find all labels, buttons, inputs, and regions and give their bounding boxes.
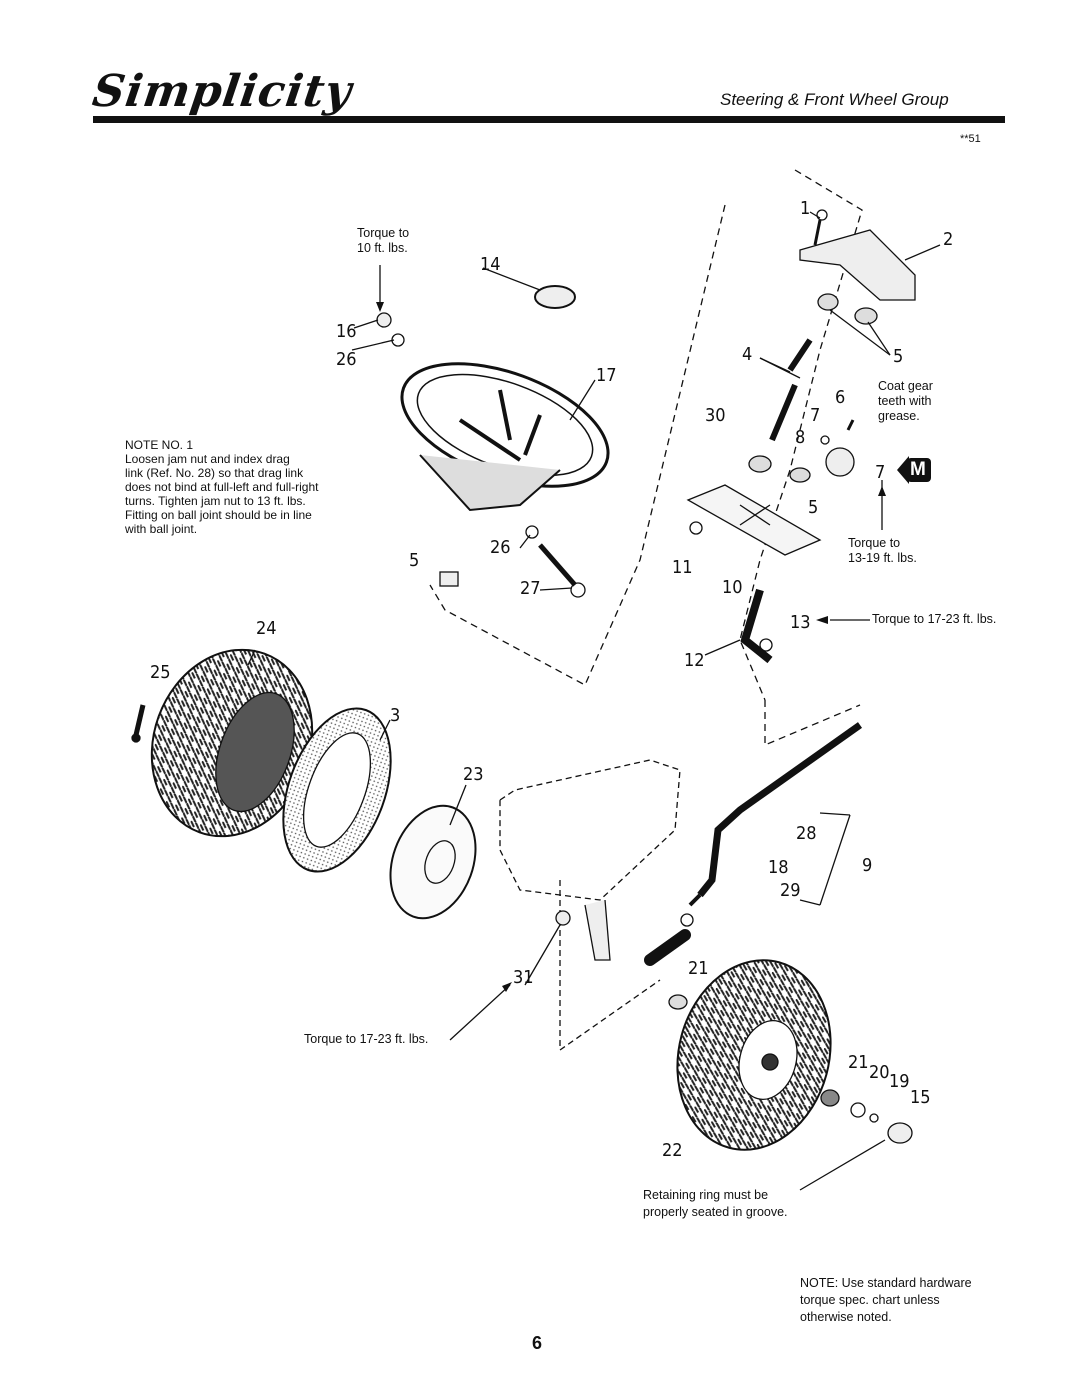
part-number-6: 6: [835, 387, 846, 408]
cap-15: [887, 1122, 913, 1144]
part-number-27: 27: [520, 578, 541, 599]
part-number-10: 10: [722, 577, 743, 598]
page-number: 6: [532, 1333, 543, 1353]
nut-16: [376, 312, 392, 328]
part-number-17: 17: [596, 365, 617, 386]
steering-wheel-drawing: [400, 362, 610, 512]
part-number-7: 7: [875, 462, 886, 483]
nut-5-left: [439, 571, 459, 587]
note-line: Fitting on ball joint should be in line: [125, 508, 312, 522]
part-number-18: 18: [768, 857, 789, 878]
steering-cap: [534, 285, 576, 309]
part-number-13: 13: [790, 612, 811, 633]
part-number-5: 5: [893, 346, 904, 367]
part-number-14: 14: [480, 254, 501, 275]
header-rule: [93, 116, 1005, 123]
part-number-21: 21: [848, 1052, 869, 1073]
part-number-26: 26: [490, 537, 511, 558]
part-number-22: 22: [662, 1140, 683, 1161]
note-line: Loosen jam nut and index drag: [125, 452, 290, 466]
part-number-28: 28: [796, 823, 817, 844]
axle-support-outline: [499, 759, 681, 901]
part-number-23: 23: [463, 764, 484, 785]
part-number-4: 4: [742, 344, 753, 365]
ball-joint: [644, 929, 691, 966]
part-number-3: 3: [390, 705, 401, 726]
part-number-5: 5: [409, 550, 420, 571]
part-number-7: 7: [810, 405, 821, 426]
steering-plate-10: [686, 484, 822, 556]
bushing-5a: [817, 293, 839, 311]
bolt-27: [538, 543, 577, 587]
part-number-1: 1: [800, 198, 811, 219]
manual-badge: M: [897, 452, 933, 488]
steering-shaft-4: [769, 338, 813, 442]
washer-20: [850, 1102, 866, 1118]
note-line: does not bind at full-left and full-righ…: [125, 480, 319, 494]
part-number-31: 31: [513, 967, 534, 988]
bushing-5b: [854, 307, 878, 325]
part-number-24: 24: [256, 618, 277, 639]
part-number-19: 19: [889, 1071, 910, 1092]
drag-link-28: [697, 722, 863, 898]
part-number-2: 2: [943, 229, 954, 250]
part-number-8: 8: [795, 427, 806, 448]
sector-gear: [825, 447, 855, 477]
part-number-12: 12: [684, 650, 705, 671]
retaining-ring-callout: Retaining ring must be properly seated i…: [643, 1188, 788, 1219]
right-wheel-drawing: [676, 959, 832, 1151]
part-number-16: 16: [336, 321, 357, 342]
bracket-2: [799, 229, 916, 301]
part-number-9: 9: [862, 855, 873, 876]
part-number-25: 25: [150, 662, 171, 683]
torque-17-23-right-callout: Torque to 17-23 ft. lbs.: [872, 612, 997, 626]
torque-13-19-callout: Torque to 13-19 ft. lbs.: [848, 536, 917, 565]
bushing-30: [748, 455, 772, 473]
note-title: NOTE NO. 1: [125, 438, 194, 452]
torque-17-23-left-callout: Torque to 17-23 ft. lbs.: [304, 1032, 429, 1046]
spindle: [584, 899, 611, 961]
part-number-15: 15: [910, 1087, 931, 1108]
rim-23: [389, 804, 477, 920]
part-number-20: 20: [869, 1062, 890, 1083]
steering-arm-12: [740, 588, 773, 664]
torque-10-callout: Torque to 10 ft. lbs.: [357, 226, 410, 255]
general-note: NOTE: Use standard hardware torque spec.…: [800, 1276, 972, 1324]
part-number-5: 5: [808, 497, 819, 518]
part-number-30: 30: [705, 405, 726, 426]
page-title: Steering & Front Wheel Group: [720, 90, 949, 109]
coat-gear-callout: Coat gear teeth with grease.: [878, 379, 933, 423]
assembly-dash-outline: [429, 169, 863, 701]
part-number-11: 11: [672, 557, 693, 578]
figure-code: **51: [960, 133, 981, 145]
note-line: link (Ref. No. 28) so that drag link: [125, 466, 304, 480]
note-line: with ball joint.: [125, 522, 198, 536]
part-number-26: 26: [336, 349, 357, 370]
part-number-21: 21: [688, 958, 709, 979]
part-number-29: 29: [780, 880, 801, 901]
note-no-1: NOTE NO. 1 Loosen jam nut and index drag…: [125, 438, 370, 536]
spindle-nut-31: [555, 910, 571, 926]
ring-19: [869, 1113, 879, 1123]
bearing-21: [820, 1089, 840, 1107]
note-line: turns. Tighten jam nut to 13 ft. lbs.: [125, 494, 306, 508]
